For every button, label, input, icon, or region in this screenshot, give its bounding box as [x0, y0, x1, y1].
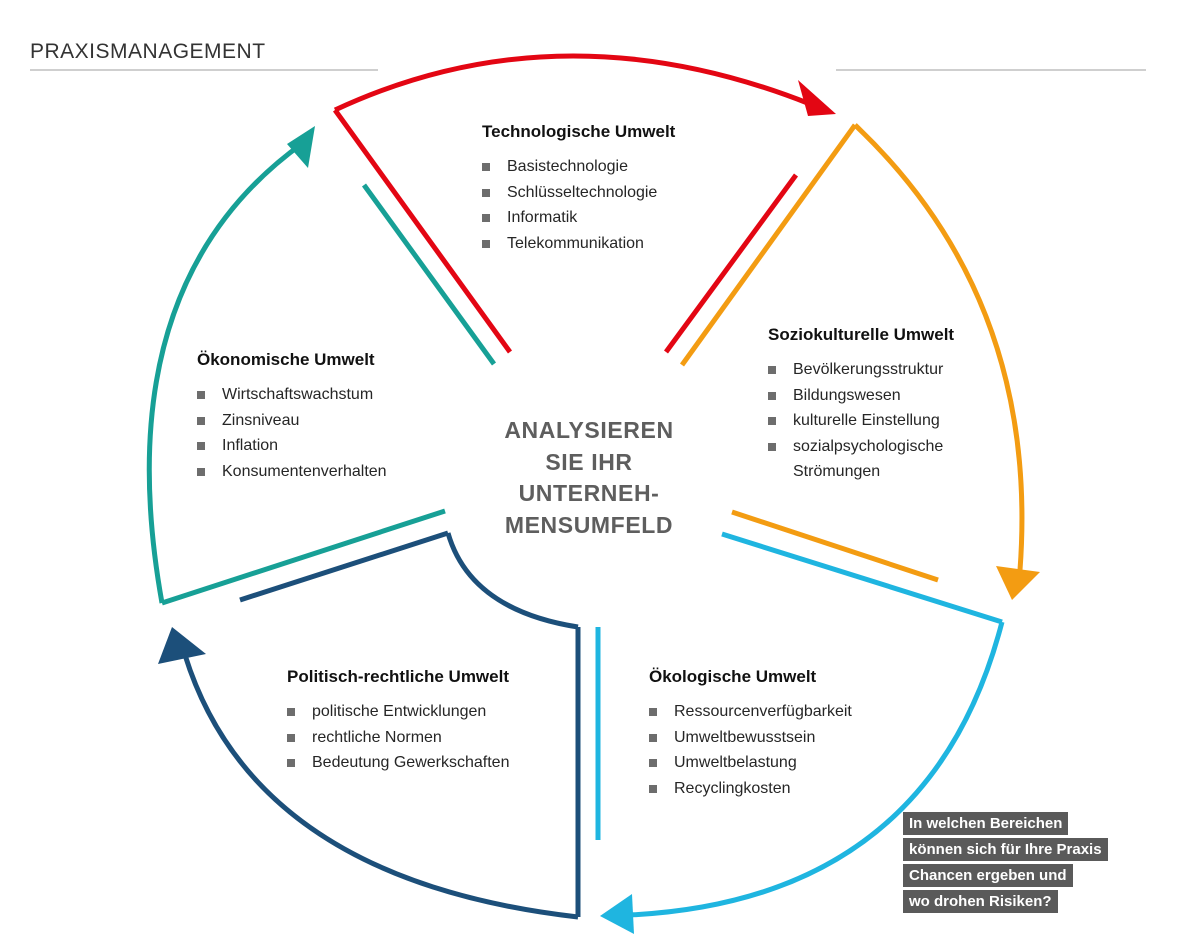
- segment-list: Wirtschaftswachstum Zinsniveau Inflation…: [197, 382, 387, 484]
- list-item: sozialpsychologische Strömungen: [768, 434, 988, 485]
- oeko-nom-bottom-edge: [161, 508, 446, 606]
- oeko-arrowhead: [600, 894, 634, 934]
- segment-title: Ökologische Umwelt: [649, 667, 817, 686]
- tech-arrowhead: [798, 80, 836, 116]
- segment-oekonomisch: Ökonomische Umwelt Wirtschaftswachstum Z…: [197, 350, 387, 484]
- segment-list: Bevölkerungsstruktur Bildungswesen kultu…: [768, 357, 988, 485]
- oeko-nom-arrowhead: [287, 126, 315, 168]
- sozio-arrowhead: [996, 566, 1040, 600]
- list-item: rechtliche Normen: [287, 725, 509, 751]
- polit-inner-arc: [445, 532, 579, 630]
- list-item: politische Entwicklungen: [287, 699, 509, 725]
- callout-line: Chancen ergeben und: [903, 864, 1073, 887]
- segment-title: Ökonomische Umwelt: [197, 350, 375, 369]
- segment-oekologisch: Ökologische Umwelt Ressourcenverfügbarke…: [649, 667, 852, 801]
- list-item: Umweltbelastung: [649, 750, 852, 776]
- segment-list: politische Entwicklungen rechtliche Norm…: [287, 699, 509, 776]
- list-item: Ressourcenverfügbarkeit: [649, 699, 852, 725]
- center-line: MENSUMFELD: [504, 511, 674, 538]
- list-item: Inflation: [197, 433, 387, 459]
- center-line: SIE IHR: [545, 448, 633, 475]
- segment-title: Soziokulturelle Umwelt: [768, 325, 955, 344]
- list-item: Wirtschaftswachstum: [197, 382, 387, 408]
- list-item: Telekommunikation: [482, 231, 675, 257]
- oeko-outer-arc: [629, 621, 1005, 918]
- segment-title: Technologische Umwelt: [482, 122, 676, 141]
- oeko-top-edge: [721, 531, 1003, 625]
- tech-outer-arc: [333, 53, 811, 113]
- callout-line: In welchen Bereichen: [903, 812, 1069, 835]
- center-line: UNTERNEH-: [518, 480, 660, 506]
- list-item: Bedeutung Gewerkschaften: [287, 750, 509, 776]
- sozio-outer-arc: [853, 123, 1025, 571]
- page-title: PRAXISMANAGEMENT: [30, 40, 266, 63]
- list-item: Bildungswesen: [768, 383, 988, 409]
- header-divider-right: [836, 69, 1146, 71]
- tech-right-edge: [663, 173, 799, 354]
- callout-line: können sich für Ihre Praxis: [903, 838, 1108, 861]
- sozio-top-edge: [679, 123, 858, 367]
- list-item: Recyclingkosten: [649, 776, 852, 802]
- oeko-nom-inner-edge: [361, 183, 497, 366]
- tech-left-edge: [332, 108, 513, 354]
- polit-arrowhead: [158, 627, 206, 664]
- header-divider-left: [30, 69, 378, 71]
- list-item: Basistechnologie: [482, 154, 675, 180]
- callout-line: wo drohen Risiken?: [903, 890, 1058, 913]
- center-circle: [447, 330, 727, 610]
- segment-politisch: Politisch-rechtliche Umwelt politische E…: [287, 667, 509, 776]
- center-label: ANALYSIEREN SIE IHR UNTERNEH- MENSUMFELD: [470, 415, 708, 541]
- polit-top-edge: [239, 530, 449, 603]
- list-item: Zinsniveau: [197, 408, 387, 434]
- segment-list: Ressourcenverfügbarkeit Umweltbewusstsei…: [649, 699, 852, 801]
- list-item: Umweltbewusstsein: [649, 725, 852, 751]
- segment-soziokulturell: Soziokulturelle Umwelt Bevölkerungsstruk…: [768, 325, 988, 485]
- segment-technologisch: Technologische Umwelt Basistechnologie S…: [482, 122, 675, 256]
- oeko-nom-outer-arc: [146, 140, 305, 604]
- list-item: Informatik: [482, 205, 675, 231]
- list-item: Bevölkerungsstruktur: [768, 357, 988, 383]
- list-item: kulturelle Einstellung: [768, 408, 988, 434]
- list-item: Schlüsseltechnologie: [482, 180, 675, 206]
- center-line: ANALYSIEREN: [504, 417, 674, 443]
- callout-box: In welchen Bereichen können sich für Ihr…: [903, 812, 1108, 916]
- list-item: Konsumentenverhalten: [197, 459, 387, 485]
- segment-title: Politisch-rechtliche Umwelt: [287, 667, 509, 686]
- sozio-bottom-edge: [731, 509, 939, 583]
- polit-outer-arc: [182, 654, 579, 920]
- segment-list: Basistechnologie Schlüsseltechnologie In…: [482, 154, 675, 256]
